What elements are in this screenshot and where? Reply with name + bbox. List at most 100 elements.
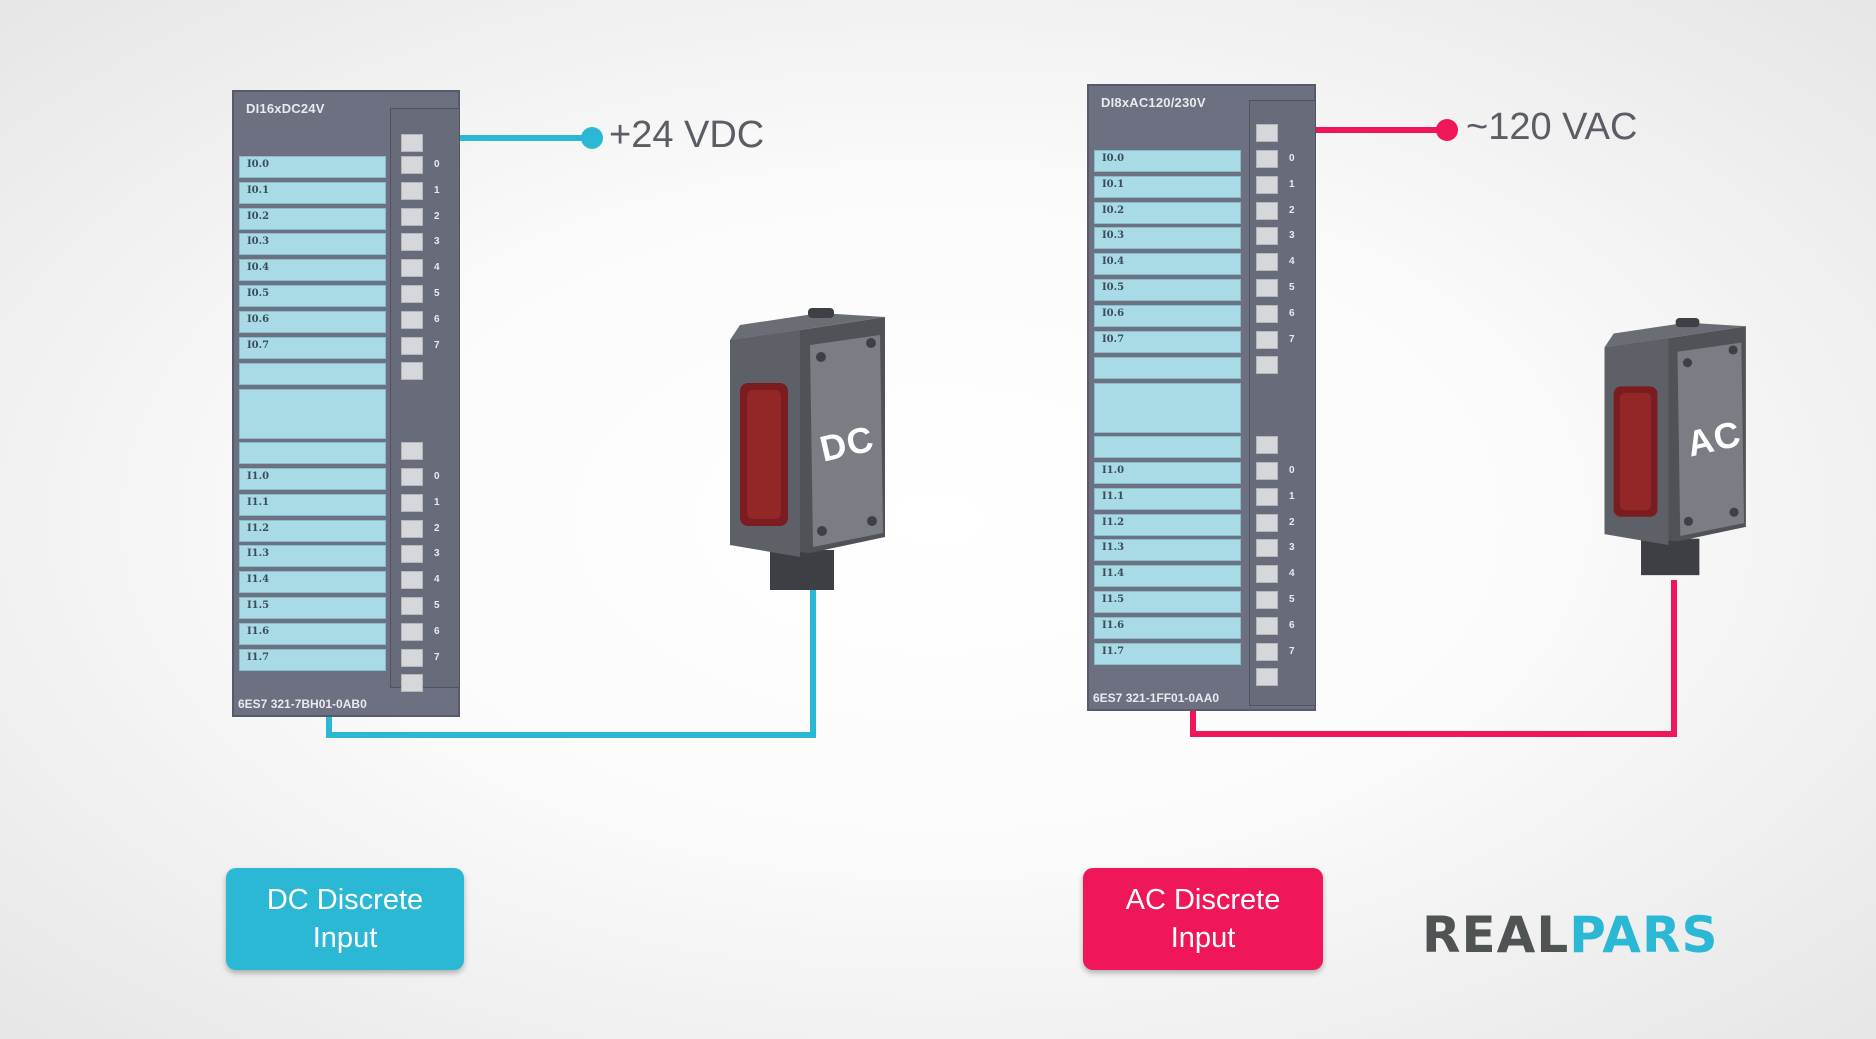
input-led bbox=[1256, 279, 1278, 297]
input-label: I0.6 bbox=[1094, 304, 1241, 327]
input-led bbox=[401, 336, 423, 355]
ac-supply-terminal bbox=[1436, 119, 1458, 141]
input-led bbox=[1256, 642, 1278, 661]
channel-number: 3 bbox=[1289, 230, 1295, 242]
ac-discrete-input-badge: AC Discrete Input bbox=[1083, 868, 1323, 970]
channel-number: 0 bbox=[434, 471, 440, 482]
input-label: I0.7 bbox=[239, 336, 386, 359]
dc-badge-line2: Input bbox=[312, 922, 378, 954]
input-label: I1.5 bbox=[239, 597, 386, 619]
channel-number: 7 bbox=[1289, 333, 1295, 345]
channel-number: 6 bbox=[1289, 619, 1295, 631]
channel-number: 0 bbox=[1289, 465, 1295, 476]
input-label: I1.0 bbox=[1094, 462, 1241, 484]
input-led bbox=[1256, 201, 1278, 220]
input-led bbox=[401, 597, 423, 615]
channel-number: 7 bbox=[434, 651, 440, 663]
input-label: I0.5 bbox=[1094, 279, 1241, 301]
input-led bbox=[1256, 150, 1278, 168]
spare-led bbox=[401, 442, 423, 460]
channel-number: 3 bbox=[434, 236, 440, 248]
channel-number: 2 bbox=[1289, 516, 1295, 528]
input-label: I1.4 bbox=[239, 571, 386, 594]
channel-number: 6 bbox=[1289, 307, 1295, 319]
channel-number: 2 bbox=[434, 210, 440, 222]
channel-number: 5 bbox=[1289, 594, 1295, 605]
channel-number: 4 bbox=[1289, 256, 1295, 268]
spare-led bbox=[401, 674, 423, 693]
spare-led bbox=[401, 362, 423, 381]
input-label: I0.3 bbox=[239, 233, 386, 256]
channel-number: 7 bbox=[1289, 645, 1295, 657]
ac-badge-line1: AC Discrete bbox=[1125, 884, 1281, 916]
blank-label bbox=[239, 442, 386, 464]
input-label: I0.5 bbox=[239, 285, 386, 307]
ac-sensor-body-icon bbox=[1604, 318, 1746, 576]
channel-number: 0 bbox=[1289, 153, 1295, 164]
input-led bbox=[1256, 565, 1278, 584]
input-led bbox=[401, 285, 423, 303]
input-led bbox=[401, 545, 423, 564]
input-label: I0.0 bbox=[1094, 150, 1241, 172]
logo-pars: PARS bbox=[1569, 906, 1719, 964]
input-led bbox=[401, 310, 423, 329]
input-label: I1.2 bbox=[239, 519, 386, 542]
input-led bbox=[1256, 462, 1278, 480]
input-led bbox=[1256, 539, 1278, 558]
input-led bbox=[401, 648, 423, 667]
input-label: I0.4 bbox=[239, 259, 386, 282]
input-label: I1.6 bbox=[1094, 616, 1241, 639]
dc-sensor-body-icon bbox=[730, 308, 885, 590]
channel-number: 1 bbox=[434, 184, 440, 196]
spare-led bbox=[1256, 668, 1278, 687]
ac-module-part-number: 6ES7 321-1FF01-0AA0 bbox=[1093, 691, 1220, 705]
input-label: I1.5 bbox=[1094, 591, 1241, 613]
channel-number: 7 bbox=[434, 339, 440, 351]
blank-label bbox=[1094, 436, 1241, 458]
input-label: I1.1 bbox=[239, 493, 386, 516]
input-label: I1.7 bbox=[239, 648, 386, 671]
input-label: I1.0 bbox=[239, 468, 386, 490]
channel-number: 1 bbox=[1289, 178, 1295, 190]
ac-signal-wire bbox=[1190, 580, 1677, 737]
input-label: I1.4 bbox=[1094, 565, 1241, 588]
channel-number: 4 bbox=[434, 262, 440, 274]
channel-number: 3 bbox=[434, 548, 440, 560]
dc-module-title: DI16xDC24V bbox=[246, 101, 325, 116]
status-led bbox=[401, 134, 423, 152]
input-label: I1.7 bbox=[1094, 642, 1241, 665]
input-led bbox=[1256, 304, 1278, 323]
blank-label-wide bbox=[1094, 383, 1241, 433]
dc-signal-wire bbox=[326, 580, 816, 738]
dc-module-led-rail bbox=[390, 108, 460, 688]
blank-label bbox=[1094, 357, 1241, 379]
input-led bbox=[401, 233, 423, 252]
input-led bbox=[401, 571, 423, 590]
input-led bbox=[401, 468, 423, 486]
input-label: I1.2 bbox=[1094, 513, 1241, 536]
input-label: I1.3 bbox=[1094, 539, 1241, 562]
dc-photoelectric-sensor: DC bbox=[725, 305, 895, 595]
input-led bbox=[401, 493, 423, 512]
spare-led bbox=[1256, 436, 1278, 454]
dc-supply-terminal bbox=[581, 127, 603, 149]
channel-number: 1 bbox=[434, 496, 440, 508]
ac-module-title: DI8xAC120/230V bbox=[1101, 95, 1206, 110]
channel-number: 4 bbox=[434, 574, 440, 586]
channel-number: 6 bbox=[434, 313, 440, 325]
input-led bbox=[1256, 513, 1278, 532]
ac-photoelectric-sensor: AC bbox=[1600, 310, 1755, 585]
input-led bbox=[1256, 227, 1278, 246]
channel-number: 4 bbox=[1289, 568, 1295, 580]
input-label: I0.3 bbox=[1094, 227, 1241, 250]
input-label: I0.2 bbox=[239, 207, 386, 230]
input-label: I0.2 bbox=[1094, 201, 1241, 224]
input-led bbox=[1256, 616, 1278, 635]
input-label: I0.0 bbox=[239, 156, 386, 178]
input-led bbox=[1256, 175, 1278, 194]
channel-number: 0 bbox=[434, 159, 440, 170]
input-led bbox=[401, 207, 423, 226]
realpars-logo: REALPARS bbox=[1422, 910, 1718, 960]
input-label: I1.6 bbox=[239, 622, 386, 645]
